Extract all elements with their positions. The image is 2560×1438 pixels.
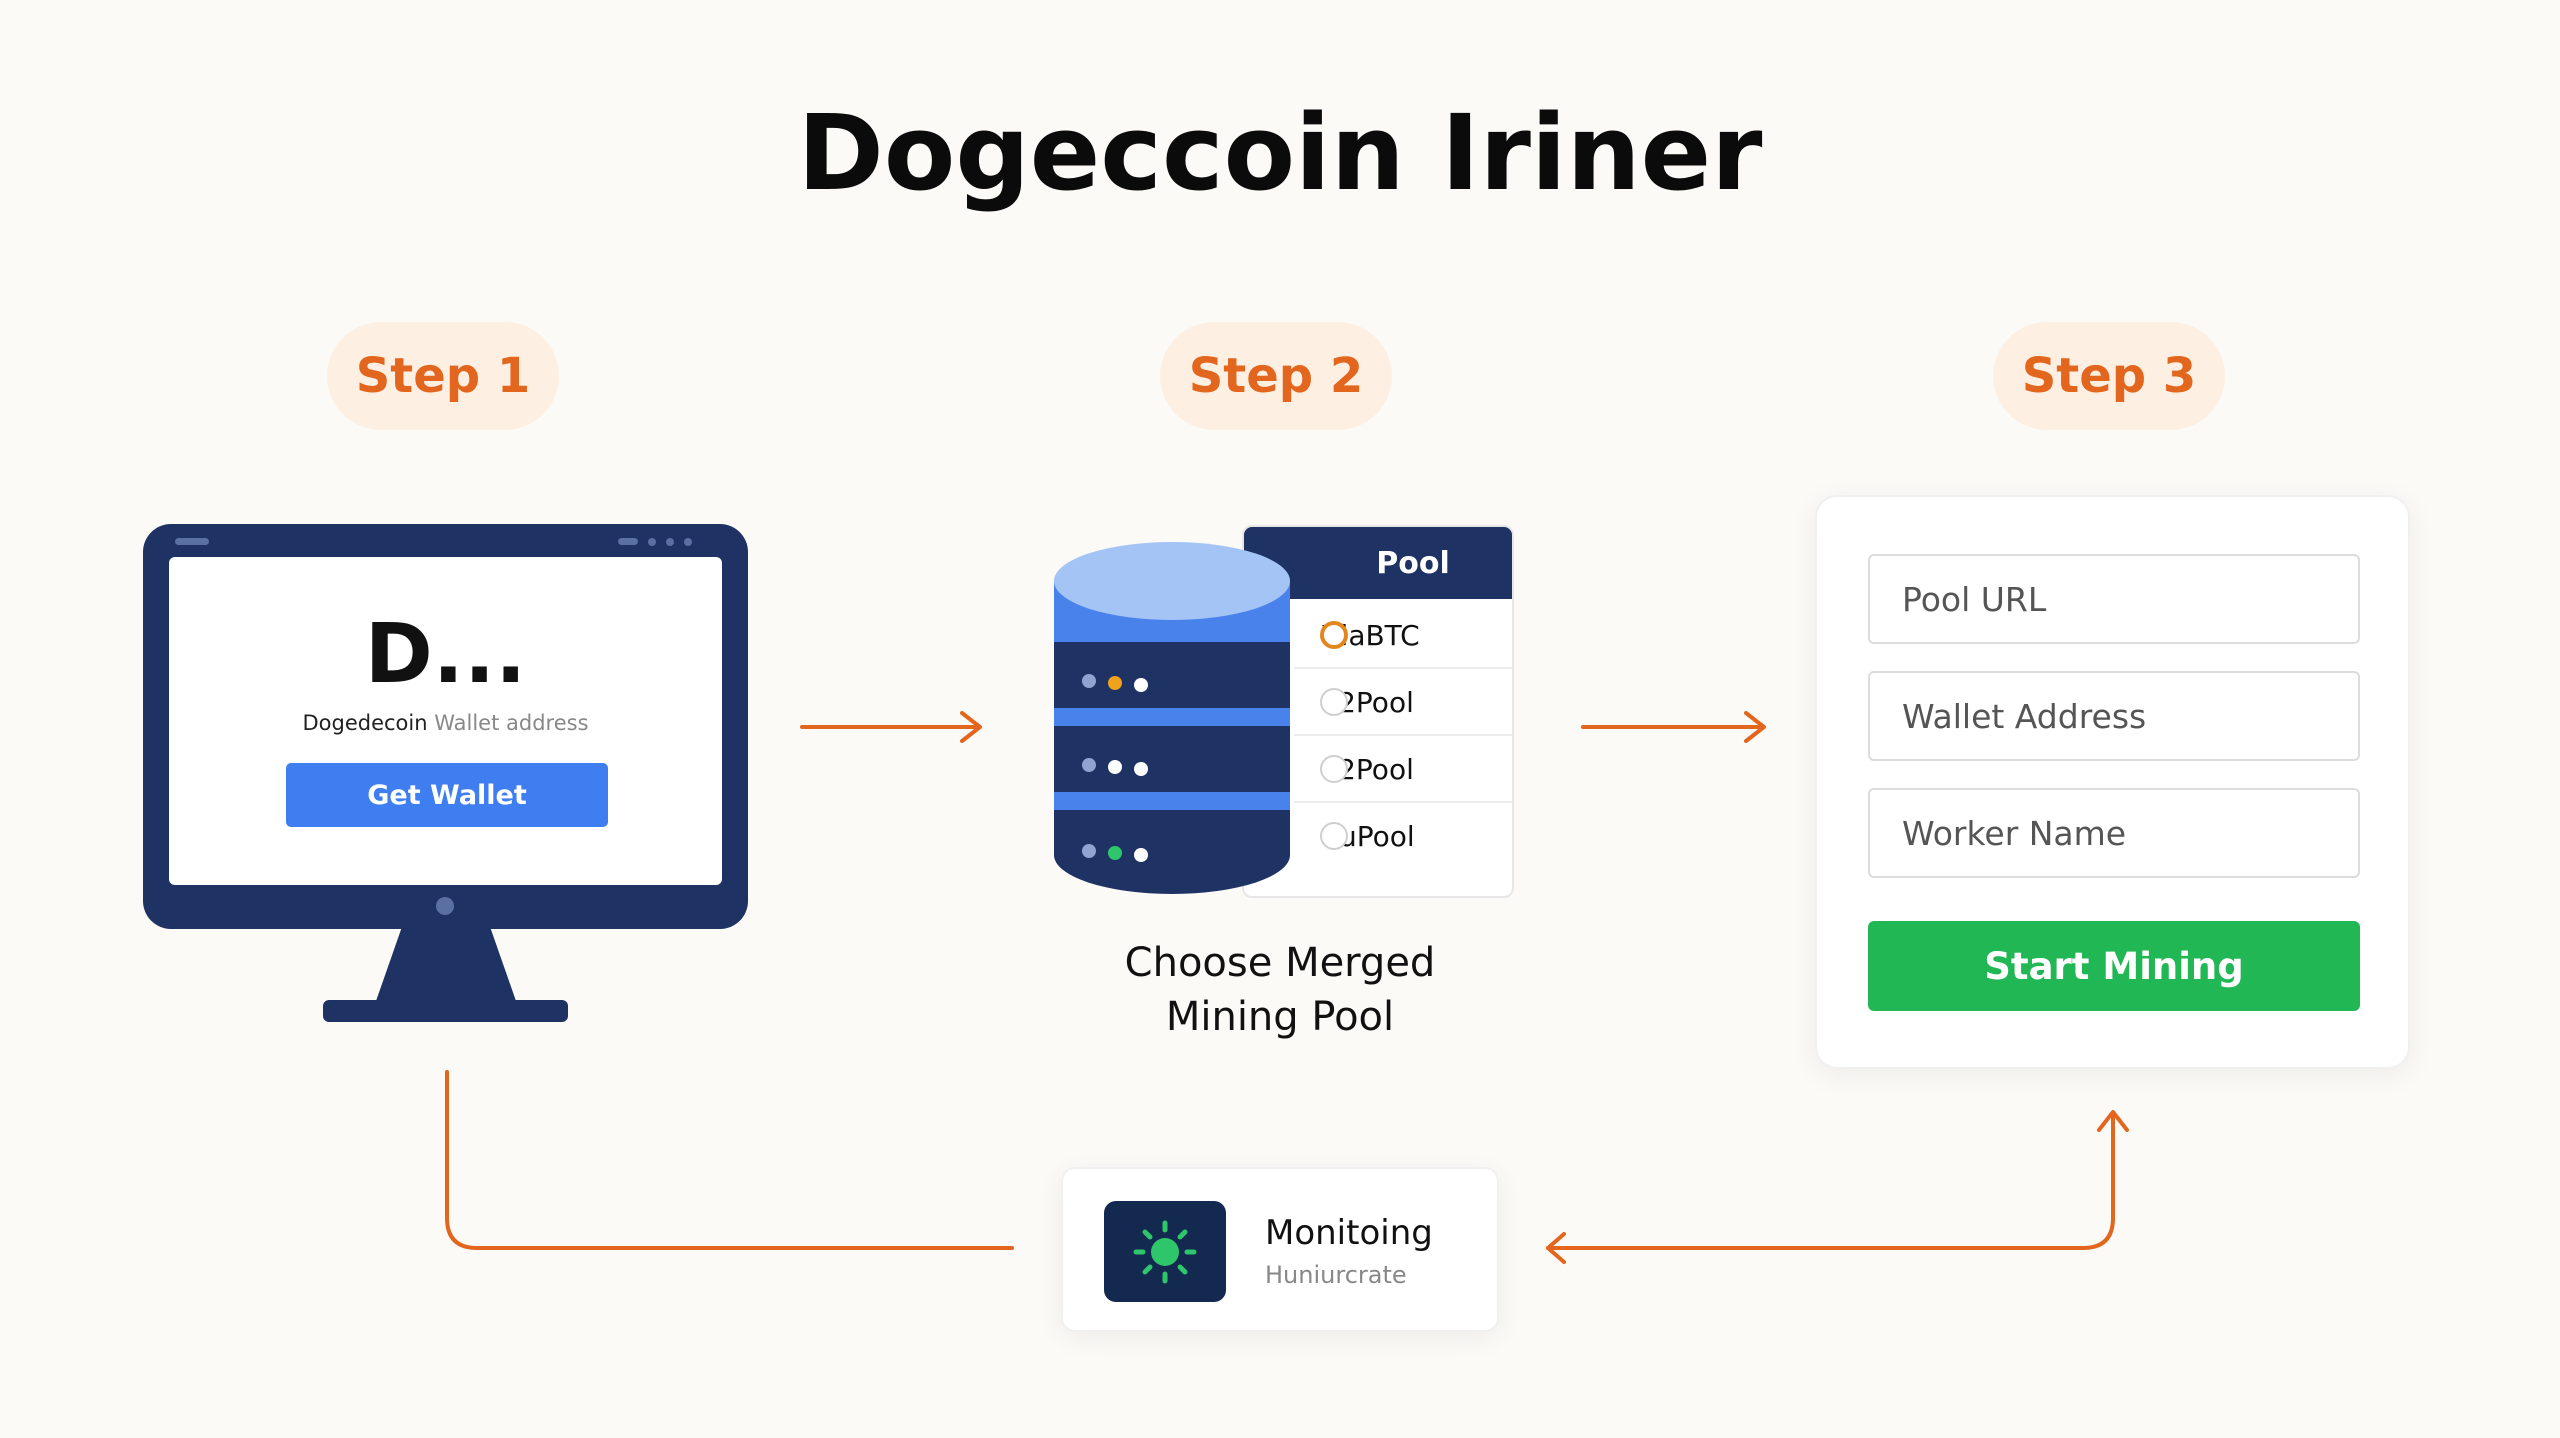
status-dot [1108,676,1122,690]
caption-line-2: Mining Pool [1165,994,1395,1040]
radio-selected-icon[interactable] [1320,621,1348,649]
arrow-step3-to-monitoring [1546,1114,2115,1250]
mining-config-form: Pool URL Wallet Address Worker Name Star… [1815,495,2410,1069]
pool-option-kupool[interactable]: KuPool [1244,803,1512,869]
divider [1294,734,1512,736]
status-dot [1108,760,1122,774]
monitoring-card: Monitoing Huniurcrate [1061,1167,1499,1332]
worker-name-input[interactable]: Worker Name [1868,788,2360,878]
wallet-address-label: Dogedecoin Wallet address [169,711,722,735]
monitoring-title: Monitoing [1265,1213,1433,1253]
start-mining-button[interactable]: Start Mining [1868,921,2360,1011]
sun-activity-icon-svg [1133,1220,1197,1284]
wallet-label-main: Dogedecoin [302,711,428,735]
step-1-badge: Step 1 [327,322,559,430]
radio-icon[interactable] [1320,688,1348,716]
caption-line-1: Choose Merged [1124,940,1436,986]
pool-list-header: Pool [1244,527,1512,599]
status-dot [1108,846,1122,860]
monitor-power-icon [436,897,454,915]
monitor-stand [376,929,516,1001]
pool-option-f2pool-2[interactable]: F2Pool [1244,736,1512,802]
status-dot [1082,674,1096,688]
monitor-illustration: D... Dogedecoin Wallet address Get Walle… [143,524,748,929]
database-band [1054,708,1290,726]
arrowhead [2097,1110,2129,1132]
status-dot [1134,848,1148,862]
divider [1294,667,1512,669]
monitor-base [323,1000,568,1022]
status-dot [1134,762,1148,776]
step-2-caption: Choose Merged Mining Pool [1080,936,1480,1044]
status-dot [1134,678,1148,692]
radio-icon[interactable] [1320,755,1348,783]
wallet-logo-text: D... [364,607,527,702]
arrow-monitor-to-monitoring [445,1070,1014,1250]
step-2-badge: Step 2 [1160,322,1392,430]
database-top [1054,542,1290,620]
monitoring-subtitle: Huniurcrate [1265,1261,1407,1289]
wallet-address-input[interactable]: Wallet Address [1868,671,2360,761]
wallet-label-faint: Wallet address [434,711,589,735]
step-3-badge: Step 3 [1993,322,2225,430]
arrowhead [1744,711,1766,743]
arrowhead [1546,1232,1566,1264]
pool-url-input[interactable]: Pool URL [1868,554,2360,644]
pool-option-f2pool[interactable]: F2Pool [1244,669,1512,735]
pool-option-viabtc[interactable]: ViaBTC [1244,602,1512,668]
status-dot [1082,758,1096,772]
database-icon [1054,542,1294,894]
get-wallet-button[interactable]: Get Wallet [286,763,608,827]
diagram-title: Dogeccoin Iriner [797,92,1763,214]
divider [1294,801,1512,803]
arrowhead [960,711,982,743]
status-dot [1082,844,1096,858]
monitor-bezel-line [175,538,209,545]
sun-activity-icon [1104,1201,1226,1302]
radio-icon[interactable] [1320,822,1348,850]
monitor-bezel-dot [684,538,692,546]
monitor-bezel-line [618,538,638,545]
monitor-bezel-dot [666,538,674,546]
monitor-bezel-dot [648,538,656,546]
database-band [1054,792,1290,810]
monitor-screen: D... Dogedecoin Wallet address Get Walle… [169,557,722,885]
